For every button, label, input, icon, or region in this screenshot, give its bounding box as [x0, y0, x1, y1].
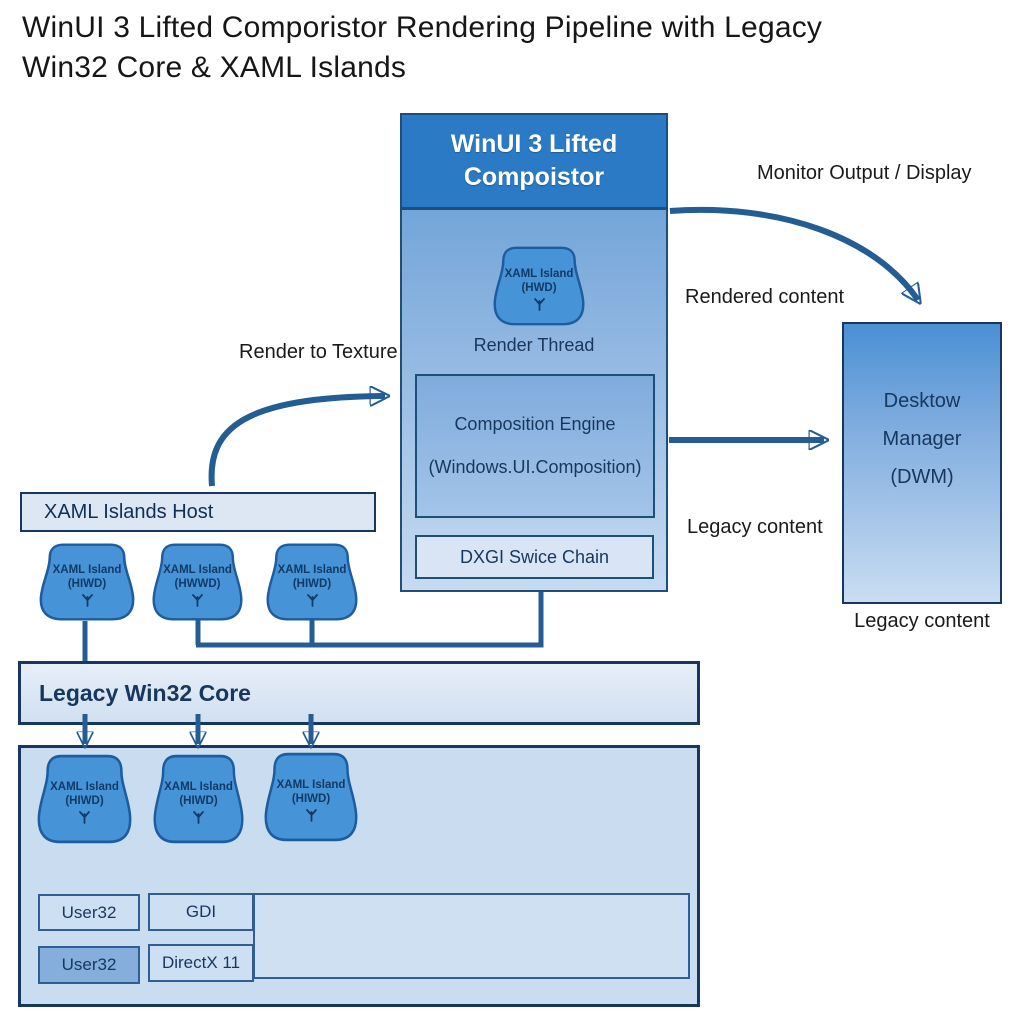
island-connector-icon [306, 594, 318, 607]
dwm-label-line2: Manager [882, 428, 962, 450]
arrow-render-to-texture [208, 396, 385, 487]
island-label: XAML Island [50, 781, 119, 793]
compositor-title-line1: WinUI 3 Lifted [450, 130, 618, 158]
gdi-box: GDI [148, 893, 254, 931]
island-hwnd-label: (HIWD) [67, 578, 107, 590]
user32-box-top: User32 [38, 894, 140, 931]
island-label: XAML Island [276, 779, 346, 791]
island-label: XAML Island [163, 564, 232, 576]
legacy-surface-panel [253, 893, 690, 979]
island-connector-icon [79, 811, 90, 824]
xaml-island-legacy-2: XAML Island (HIWD) [152, 753, 245, 845]
island-hwnd-label: (HWWD) [174, 578, 221, 590]
legacy-win32-core-header: Legacy Win32 Core [18, 661, 700, 725]
dwm-label-line3: (DWM) [890, 466, 954, 488]
island-label: XAML Island [277, 564, 347, 576]
compositor-title-line2: Compoistor [463, 163, 605, 191]
island-label: XAML Island [164, 781, 233, 793]
legacy-content-label: Legacy content [687, 516, 823, 538]
compositor-header: WinUI 3 Lifted Compoistor [402, 115, 666, 210]
island-blob-shape [153, 754, 244, 844]
compositor-box: WinUI 3 Lifted Compoistor XAML Island (H… [400, 113, 668, 592]
xaml-island-compositor: XAML Island (HWD) [492, 245, 586, 327]
connector-bus-dxgi [196, 592, 544, 648]
island-blob-shape [37, 754, 132, 844]
xaml-islands-host-label: XAML Islands Host [44, 500, 214, 523]
page-title-line2: Win32 Core & XAML Islands [22, 51, 407, 84]
island-blob-shape [39, 543, 135, 621]
island-blob-shape [264, 752, 358, 842]
island-hwnd-label: (HIWD) [179, 795, 218, 807]
island-hwnd-label: (HWD) [521, 282, 557, 294]
island-label: XAML Island [52, 564, 122, 576]
island-hwnd-label: (HIWD) [292, 578, 332, 590]
xaml-islands-host-box: XAML Islands Host [20, 492, 376, 532]
monitor-output-label: Monitor Output / Display [757, 162, 972, 184]
composition-engine-box: Composition Engine (Windows.UI.Compositi… [415, 374, 655, 518]
island-hwnd-label: (HIWD) [65, 795, 104, 807]
dwm-legacy-content-label: Legacy content [854, 610, 990, 632]
island-hwnd-label: (HIWD) [291, 793, 331, 805]
xaml-island-legacy-3: XAML Island (HIWD) [263, 751, 359, 843]
island-connector-icon [533, 298, 545, 311]
composition-engine-label: Composition Engine [454, 414, 616, 434]
rendered-content-label: Rendered content [685, 286, 845, 308]
dxgi-swap-chain-box: DXGI Swice Chain [415, 535, 654, 579]
render-thread-label: Render Thread [473, 335, 595, 355]
island-connector-icon [193, 811, 204, 824]
island-connector-icon [81, 594, 93, 607]
page-title: WinUI 3 Lifted Comporistor Rendering Pip… [22, 8, 942, 88]
island-connector-icon [305, 809, 317, 822]
xaml-island-host-2: XAML Island (HWWD) [151, 542, 244, 622]
page-title-line1: WinUI 3 Lifted Comporistor Rendering Pip… [22, 11, 823, 44]
island-connector-icon [192, 594, 203, 607]
legacy-win32-core-label: Legacy Win32 Core [39, 679, 251, 706]
xaml-island-host-1: XAML Island (HIWD) [38, 542, 136, 622]
composition-namespace-label: (Windows.UI.Composition) [428, 457, 642, 477]
user32-box-bottom: User32 [38, 946, 140, 984]
dwm-label-line1: Desktow [883, 390, 961, 412]
xaml-island-legacy-1: XAML Island (HIWD) [36, 753, 133, 845]
island-blob-shape [493, 246, 585, 326]
render-to-texture-label: Render to Texture [239, 341, 398, 363]
xaml-island-host-3: XAML Island (HIWD) [265, 542, 359, 622]
desktop-window-manager-box: Desktow Manager (DWM) [842, 322, 1002, 604]
island-label: XAML Island [504, 268, 574, 280]
directx11-box: DirectX 11 [148, 944, 254, 982]
